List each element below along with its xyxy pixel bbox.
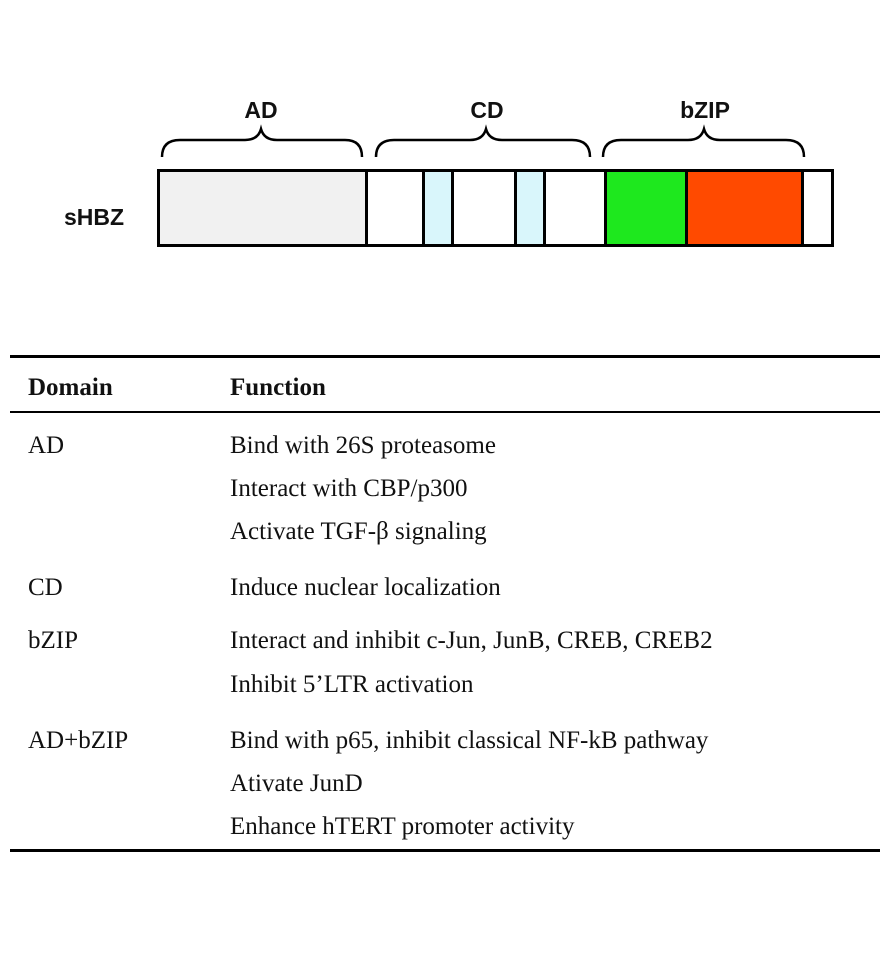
row-bzip-function-1: Interact and inhibit c-Jun, JunB, CREB, …: [230, 627, 713, 654]
table-rule-bottom: [10, 849, 880, 852]
region-braces: [160, 124, 806, 158]
row-ad-function-1: Bind with 26S proteasome: [230, 432, 496, 459]
row-ad-domain: AD: [28, 432, 65, 459]
row-ad-bzip-function-2: Ativate JunD: [230, 770, 363, 797]
row-ad-bzip-function-1: Bind with p65, inhibit classical NF-kB p…: [230, 727, 709, 754]
segment-bzip-zipper: [688, 172, 804, 244]
protein-label: sHBZ: [64, 204, 125, 230]
table-rule-top: [10, 355, 880, 358]
segment-cd-motif-2: [514, 172, 546, 244]
row-bzip-domain: bZIP: [28, 627, 78, 654]
header-domain: Domain: [28, 374, 113, 401]
region-label-ad: AD: [244, 97, 278, 123]
row-ad-function-3: Activate TGF-β signaling: [230, 518, 487, 545]
segment-bzip-basic: [604, 172, 688, 244]
row-cd-domain: CD: [28, 574, 63, 601]
region-label-cd: CD: [470, 97, 504, 123]
segment-cd-motif-1: [422, 172, 454, 244]
brace-cd: [374, 124, 592, 158]
domain-diagram: AD CD bZIP sHBZ: [0, 0, 892, 300]
header-function: Function: [230, 374, 326, 401]
table-rule-header: [10, 411, 880, 413]
row-ad-bzip-domain: AD+bZIP: [28, 727, 129, 754]
row-bzip-function-2: Inhibit 5’LTR activation: [230, 671, 474, 698]
protein-bar: [157, 169, 834, 247]
brace-bzip: [601, 124, 806, 158]
row-ad-bzip-function-3: Enhance hTERT promoter activity: [230, 813, 575, 840]
row-ad-function-2: Interact with CBP/p300: [230, 475, 468, 502]
segment-ad: [160, 172, 368, 244]
brace-ad: [160, 124, 364, 158]
row-cd-function-1: Induce nuclear localization: [230, 574, 501, 601]
region-label-bzip: bZIP: [680, 97, 730, 123]
